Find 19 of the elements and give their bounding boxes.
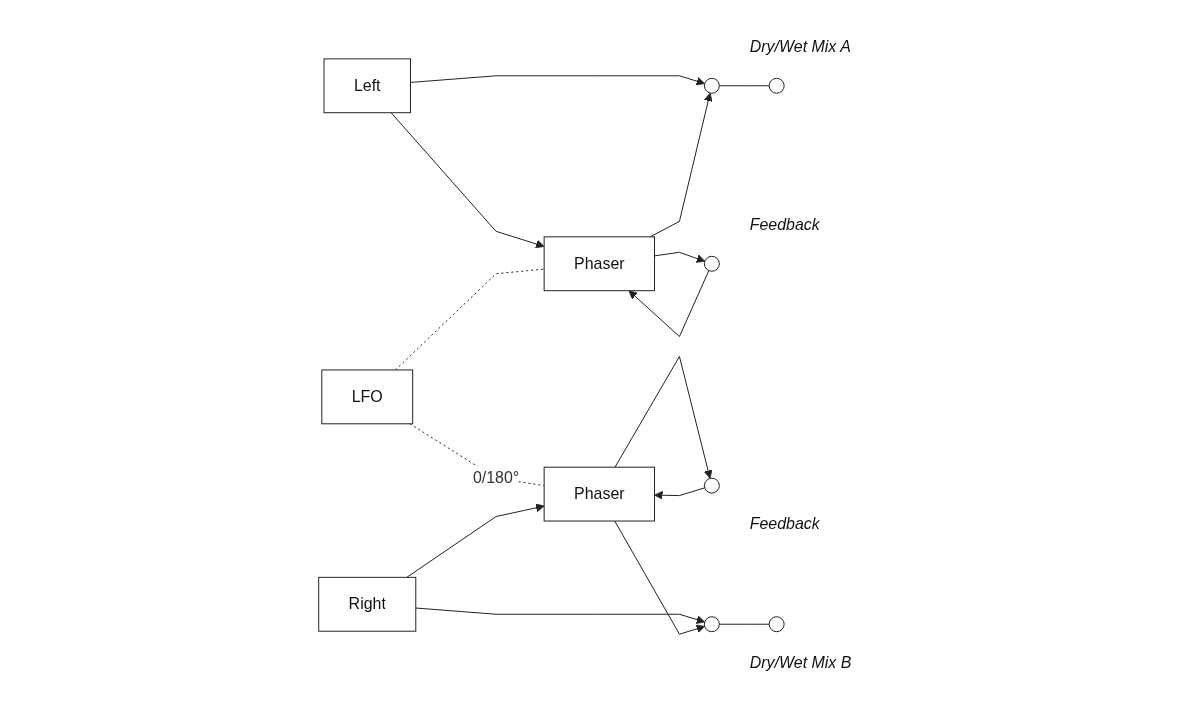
node-label: Dry/Wet Mix B bbox=[749, 654, 852, 672]
node-box: Left bbox=[323, 58, 411, 114]
node-circle bbox=[703, 477, 720, 494]
node-label: Feedback bbox=[749, 215, 820, 233]
node-label: Feedback bbox=[749, 515, 820, 533]
node-box: Phaser bbox=[543, 236, 655, 292]
connector bbox=[718, 85, 770, 87]
arrow bbox=[628, 270, 710, 338]
node-circle bbox=[703, 616, 720, 633]
node-circle bbox=[703, 255, 720, 272]
connector bbox=[718, 623, 770, 625]
node-circle bbox=[703, 77, 720, 94]
node-circle bbox=[768, 77, 785, 94]
node-circle bbox=[768, 616, 785, 633]
node-box: LFO bbox=[321, 369, 414, 425]
node-box: Phaser bbox=[543, 466, 655, 522]
edge-label: 0/180° bbox=[472, 469, 520, 487]
node-label: Dry/Wet Mix A bbox=[749, 37, 851, 55]
node-box: Right bbox=[318, 576, 417, 632]
